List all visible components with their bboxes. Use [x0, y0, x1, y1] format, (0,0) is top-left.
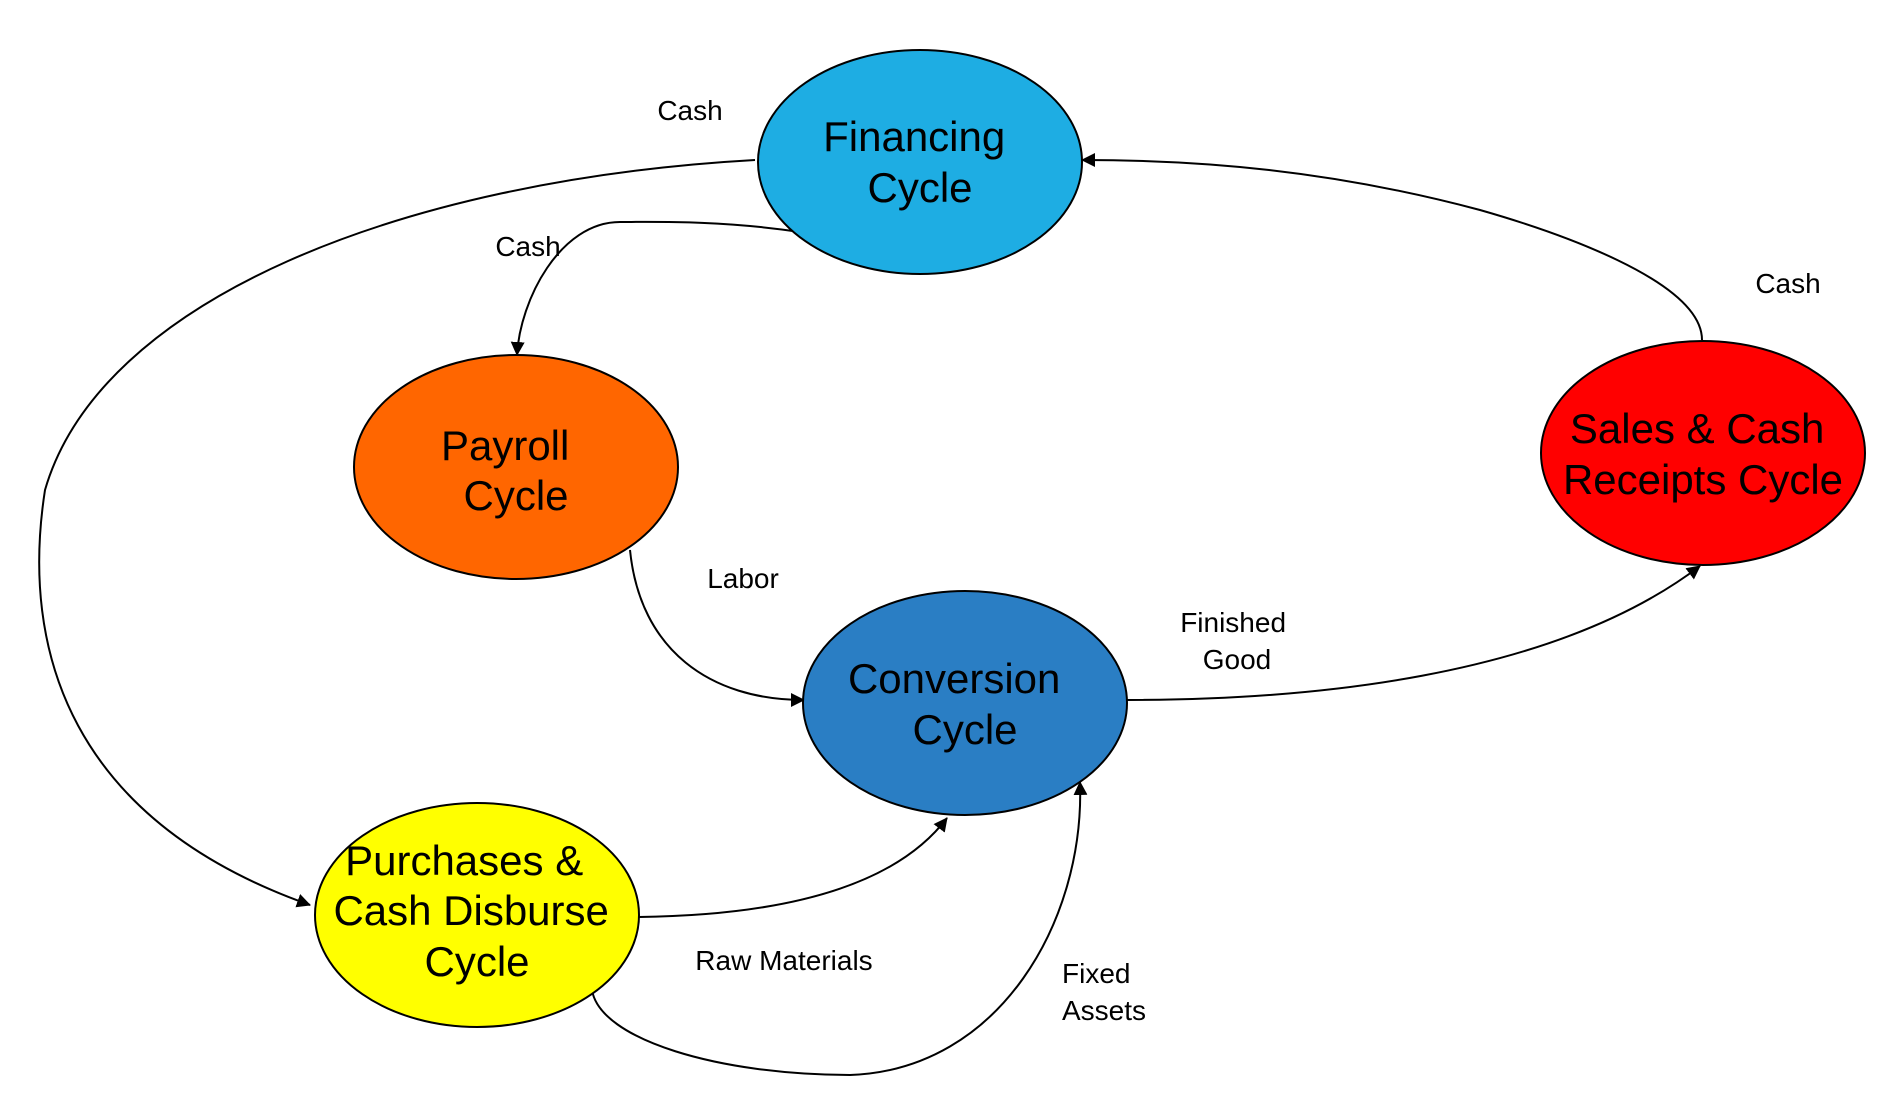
edge-label-line: Good: [1203, 644, 1272, 675]
conversion-cycle-label: Conversion Cycle: [848, 655, 1072, 753]
purchases-cash-disburse-cycle-label: Purchases & Cash Disburse Cycle: [333, 837, 620, 985]
conversion-cycle-label-line: Conversion: [848, 655, 1060, 702]
edge-sales-to-financing: [1081, 153, 1703, 341]
payroll-cycle-label-line: Payroll: [441, 422, 569, 469]
edge-label-line: Cash: [495, 231, 560, 262]
edge-label-line: Cash: [657, 95, 722, 126]
purchases-cash-disburse-cycle-label-line: Purchases &: [345, 837, 583, 884]
edge-label-line: Labor: [707, 563, 779, 594]
purchases-cash-disburse-cycle-label-line: Cash Disburse: [333, 887, 608, 934]
financing-cycle-label: Financing Cycle: [823, 113, 1017, 211]
purchases-cash-disburse-cycle-node: Purchases & Cash Disburse Cycle: [314, 802, 640, 1028]
edge-label-fixed-assets: Fixed Assets: [1062, 958, 1146, 1026]
payroll-cycle-ellipse: [353, 354, 679, 580]
conversion-cycle-node: Conversion Cycle: [802, 590, 1128, 816]
edge-label-line: Fixed: [1062, 958, 1130, 989]
conversion-cycle-ellipse: [802, 590, 1128, 816]
edge-label-finished-good: Finished Good: [1180, 607, 1294, 675]
edge-label-line: Raw Materials: [695, 945, 872, 976]
edge-purchases-to-conversion: [638, 817, 948, 918]
edge-label-cash-financing-to-purchases: Cash: [657, 95, 722, 126]
edge-label-cash-sales-to-financing: Cash: [1755, 268, 1820, 299]
payroll-cycle-node: Payroll Cycle: [353, 354, 679, 580]
purchases-cash-disburse-cycle-label-line: Cycle: [424, 938, 529, 985]
edge-label-line: Assets: [1062, 995, 1146, 1026]
financing-cycle-label-line: Cycle: [867, 164, 972, 211]
edge-label-cash-financing-to-payroll: Cash: [495, 231, 560, 262]
sales-cash-receipts-cycle-node: Sales & Cash Receipts Cycle: [1540, 340, 1866, 566]
edge-label-labor: Labor: [707, 563, 779, 594]
payroll-cycle-label: Payroll Cycle: [441, 422, 581, 519]
edge-label-line: Cash: [1755, 268, 1820, 299]
edge-payroll-to-conversion: [629, 549, 805, 707]
edge-label-line: Finished: [1180, 607, 1286, 638]
edge-financing-to-purchases: [38, 159, 756, 908]
edge-conversion-to-sales: [1125, 565, 1701, 701]
edge-financing-to-payroll: [510, 220, 801, 356]
purchases-cash-disburse-cycle-ellipse: [314, 802, 640, 1028]
edge-label-raw-materials: Raw Materials: [695, 945, 872, 976]
payroll-cycle-label-line: Cycle: [463, 472, 568, 519]
sales-cash-receipts-cycle-label: Sales & Cash Receipts Cycle: [1563, 405, 1843, 503]
sales-cash-receipts-cycle-label-line: Sales & Cash: [1570, 405, 1824, 452]
sales-cash-receipts-cycle-label-line: Receipts Cycle: [1563, 456, 1843, 503]
conversion-cycle-label-line: Cycle: [912, 706, 1017, 753]
edge-purchases-to-conversion-fixed-assets: [591, 781, 1088, 1077]
sales-cash-receipts-cycle-ellipse: [1540, 340, 1866, 566]
financing-cycle-label-line: Financing: [823, 113, 1005, 160]
financing-cycle-node: Financing Cycle: [757, 49, 1083, 275]
financing-cycle-ellipse: [757, 49, 1083, 275]
